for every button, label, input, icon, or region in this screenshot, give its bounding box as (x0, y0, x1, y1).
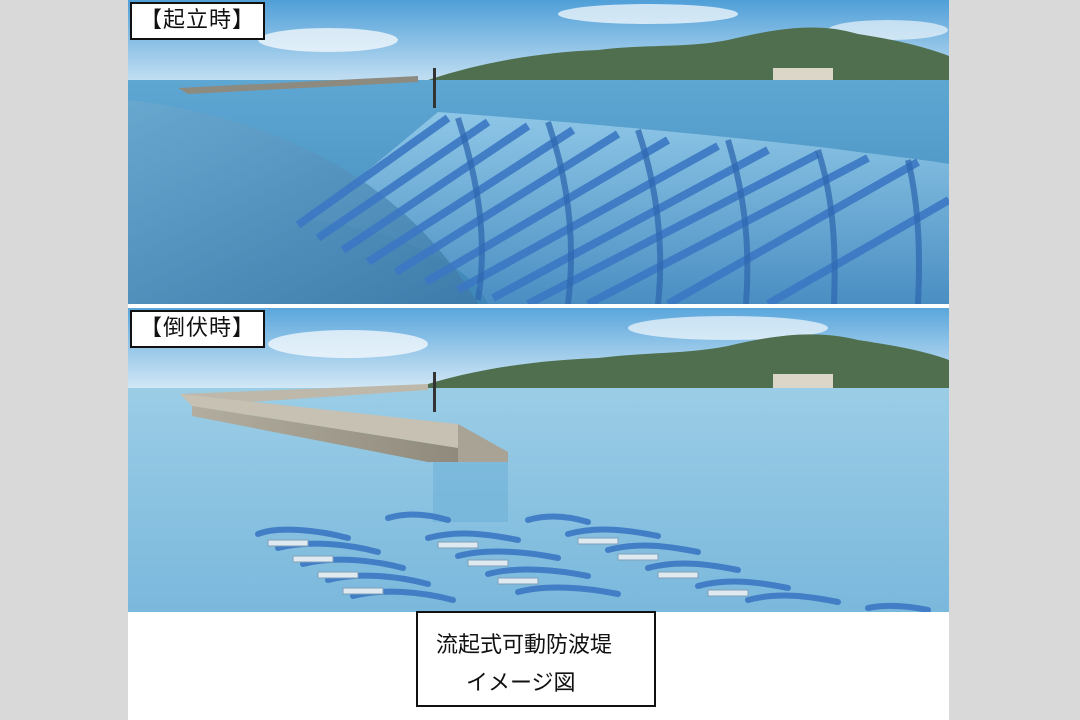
lowered-state-label: 【倒伏時】 (130, 310, 266, 349)
breakwater-top-surface (180, 394, 458, 448)
harbor-building (773, 68, 833, 82)
cloud (258, 28, 398, 52)
illustration-canvas: 【起立時】 (128, 0, 949, 720)
breakwater-end (458, 424, 508, 462)
submerged-gate-housing (433, 462, 508, 522)
breakwater-wall (192, 406, 458, 462)
lowered-state-panel: 【倒伏時】 (128, 308, 949, 612)
raised-state-label: 【起立時】 (130, 2, 266, 41)
raised-state-panel: 【起立時】 (128, 0, 949, 304)
harbor-building (773, 374, 833, 388)
breakwater (178, 76, 418, 94)
raised-state-illustration (128, 0, 949, 304)
caption-subtitle: イメージ図 (466, 671, 576, 696)
caption-title: 流起式可動防波堤 (436, 633, 613, 658)
foreground-water (128, 100, 478, 304)
light-beacon (433, 68, 436, 108)
light-beacon (433, 372, 436, 412)
curtain-ribs (455, 117, 922, 304)
support-straps (295, 114, 949, 304)
cloud (268, 330, 428, 358)
anchor-plates (267, 537, 749, 597)
lowered-state-illustration (128, 308, 949, 612)
cloud (628, 316, 828, 340)
caption-box: 流起式可動防波堤 イメージ図 (416, 611, 656, 707)
cloud (558, 4, 738, 24)
breakwater-top (180, 384, 428, 406)
